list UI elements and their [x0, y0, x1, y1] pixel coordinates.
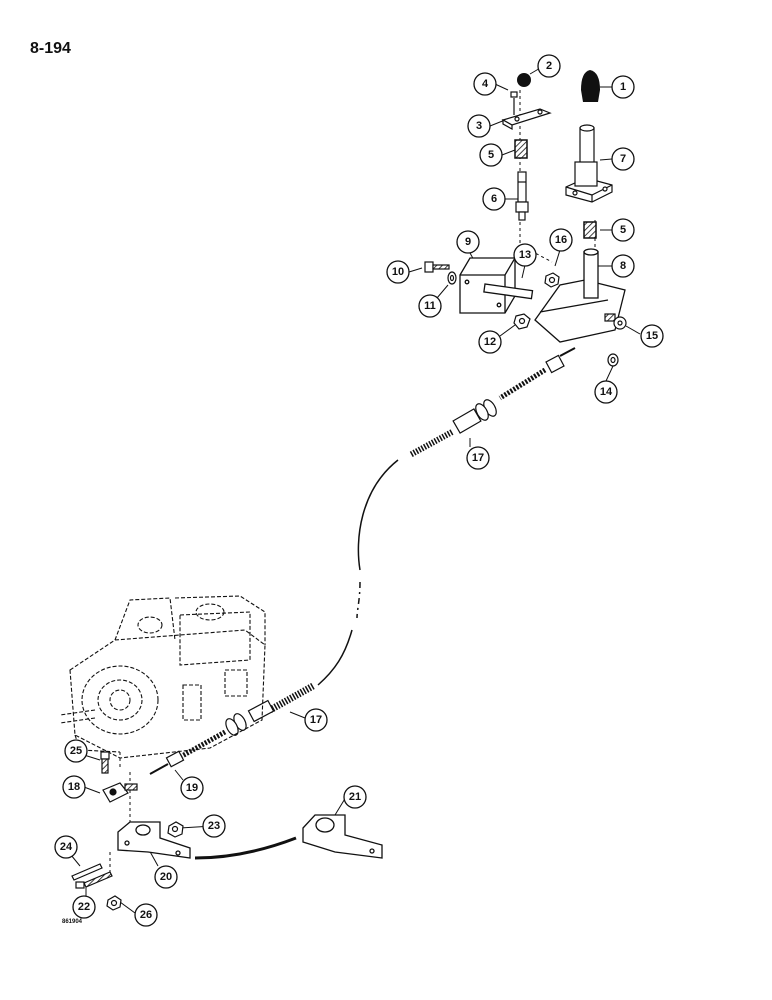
svg-text:19: 19 — [186, 782, 198, 794]
page-number: 8-194 — [30, 40, 71, 57]
nut-23 — [167, 821, 184, 838]
svg-text:11: 11 — [424, 300, 436, 312]
control-cable — [149, 347, 576, 775]
callout-16: 16 — [549, 228, 573, 252]
callout-4: 4 — [473, 72, 497, 96]
callout-9: 9 — [456, 230, 480, 254]
cable-clevis-18 — [102, 782, 138, 803]
svg-text:2: 2 — [546, 60, 552, 72]
control-knob — [581, 70, 600, 102]
svg-text:24: 24 — [60, 841, 73, 853]
svg-text:17: 17 — [310, 714, 322, 726]
svg-text:3: 3 — [476, 120, 482, 132]
svg-text:1: 1 — [620, 81, 626, 93]
washer-14 — [607, 353, 619, 367]
svg-text:25: 25 — [70, 745, 82, 757]
callout-20: 20 — [154, 865, 178, 889]
callout-3: 3 — [467, 114, 491, 138]
svg-text:4: 4 — [482, 78, 489, 90]
callout-21: 21 — [343, 785, 367, 809]
lever-housing — [565, 124, 613, 203]
callout-23: 23 — [202, 814, 226, 838]
svg-text:17: 17 — [472, 452, 484, 464]
callout-14: 14 — [594, 380, 618, 404]
lever-arm-21 — [302, 814, 383, 859]
bolt-25 — [100, 751, 110, 774]
nut-26 — [106, 895, 122, 911]
pin-24 — [71, 863, 103, 881]
callout-15: 15 — [640, 324, 664, 348]
spring-upper — [514, 139, 528, 159]
svg-text:8: 8 — [620, 260, 626, 272]
lever-plate — [501, 91, 552, 131]
bolt-22 — [75, 871, 113, 889]
svg-text:16: 16 — [555, 234, 567, 246]
callout-11: 11 — [418, 294, 442, 318]
callout-8: 8 — [611, 254, 635, 278]
lever-arm-20 — [117, 821, 191, 859]
callout-25: 25 — [64, 739, 88, 763]
callout-17b: 17 — [304, 708, 328, 732]
lever-arm-bracket — [534, 248, 626, 343]
callout-12: 12 — [478, 330, 502, 354]
washer-11 — [447, 271, 457, 285]
nut-16 — [544, 272, 560, 288]
callout-24: 24 — [54, 835, 78, 859]
callout-5b: 5 — [611, 218, 635, 242]
nut-12 — [513, 313, 531, 330]
svg-text:18: 18 — [68, 781, 80, 793]
svg-text:9: 9 — [465, 236, 471, 248]
svg-text:21: 21 — [349, 791, 361, 803]
ball-knob — [517, 73, 531, 87]
ball-joint-15 — [604, 313, 627, 330]
mounting-plate — [459, 257, 534, 314]
svg-text:13: 13 — [519, 249, 531, 261]
svg-text:23: 23 — [208, 820, 220, 832]
svg-text:12: 12 — [484, 336, 496, 348]
callout-6: 6 — [482, 187, 506, 211]
svg-text:5: 5 — [620, 224, 626, 236]
callout-2: 2 — [537, 54, 561, 78]
drawing-code: 861904 — [62, 919, 83, 925]
svg-text:20: 20 — [160, 871, 172, 883]
callout-10: 10 — [386, 260, 410, 284]
spring-lower — [583, 221, 597, 239]
callout-7: 7 — [611, 147, 635, 171]
pivot-pin — [515, 171, 529, 221]
svg-text:14: 14 — [600, 386, 613, 398]
svg-text:6: 6 — [491, 193, 497, 205]
callout-5a: 5 — [479, 143, 503, 167]
svg-text:5: 5 — [488, 149, 494, 161]
svg-text:26: 26 — [140, 909, 152, 921]
callout-26: 26 — [134, 903, 158, 927]
callout-13: 13 — [513, 243, 537, 267]
svg-text:7: 7 — [620, 153, 626, 165]
callout-22: 22 — [72, 895, 96, 919]
bolt-10 — [424, 261, 450, 273]
callout-18: 18 — [62, 775, 86, 799]
callouts: 1 2 3 4 5 5 6 7 8 9 10 11 12 13 14 15 16… — [54, 54, 664, 927]
svg-text:15: 15 — [646, 330, 658, 342]
callout-19: 19 — [180, 776, 204, 800]
callout-17a: 17 — [466, 446, 490, 470]
svg-text:10: 10 — [392, 266, 404, 278]
svg-text:22: 22 — [78, 901, 90, 913]
arm-transition-arrow — [194, 836, 297, 860]
callout-1: 1 — [611, 75, 635, 99]
